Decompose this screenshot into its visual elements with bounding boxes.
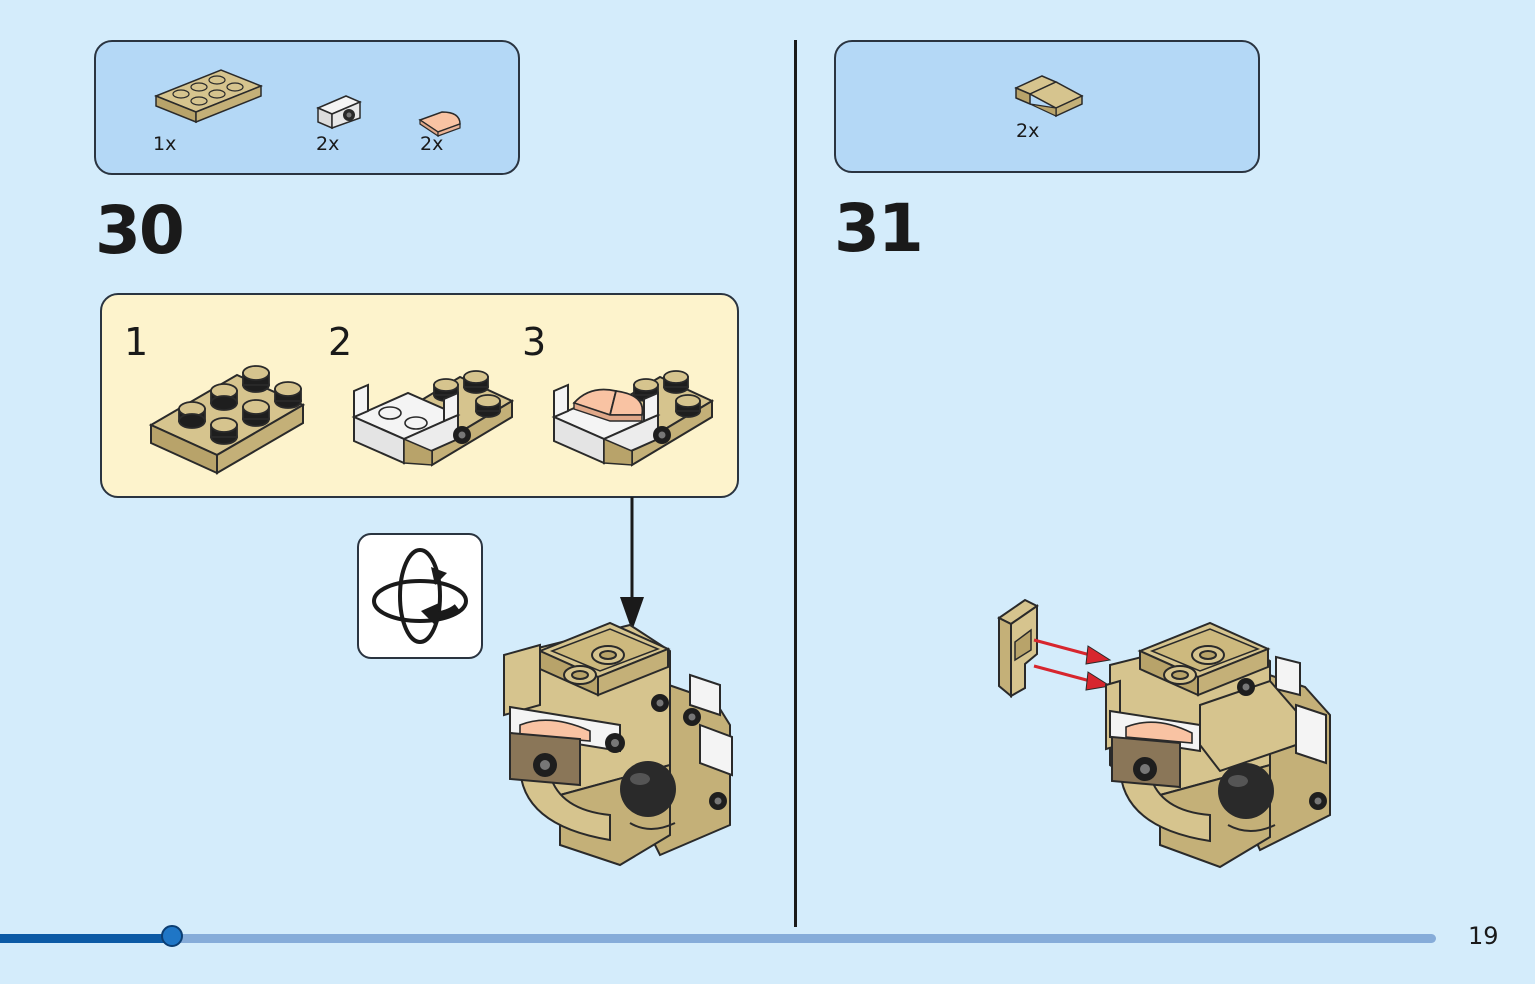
tan-plate-2x3-icon: [153, 69, 264, 124]
red-arrows-icon: [1033, 638, 1112, 691]
down-arrow-icon: [620, 497, 644, 631]
sub-step-box: 1 2 3: [100, 293, 739, 498]
tan-head-model-icon: [1105, 621, 1331, 869]
rotate-model-icon: [372, 548, 468, 644]
tan-slope-icon: [1014, 75, 1084, 118]
plate-with-flesh-tiles-icon: [551, 370, 715, 467]
progress-fill: [0, 934, 172, 943]
tan-slope-part-icon: [997, 598, 1039, 699]
step-number-31: 31: [834, 190, 924, 267]
plate-with-white-brackets-icon: [351, 370, 515, 467]
tan-head-model-icon: [503, 621, 733, 867]
tan-plate-2x3-icon: [148, 365, 306, 475]
progress-knob: [161, 925, 183, 947]
part-qty: 2x: [420, 133, 444, 155]
part-qty: 2x: [316, 133, 340, 155]
sub-step-number: 2: [328, 320, 353, 364]
step30-parts-box: 1x 2x 2x: [94, 40, 520, 175]
page-divider: [794, 40, 797, 927]
rotate-model-box: [357, 533, 483, 659]
sub-step-number: 3: [522, 320, 547, 364]
page-number: 19: [1468, 922, 1499, 950]
step-number-30: 30: [95, 192, 185, 269]
flesh-quarter-tile-icon: [418, 111, 461, 138]
sub-step-number: 1: [124, 320, 149, 364]
white-bracket-icon: [316, 95, 362, 130]
part-qty: 2x: [1016, 120, 1040, 142]
page-progress-bar: [0, 925, 1436, 947]
part-qty: 1x: [153, 133, 177, 155]
step31-parts-box: 2x: [834, 40, 1260, 173]
